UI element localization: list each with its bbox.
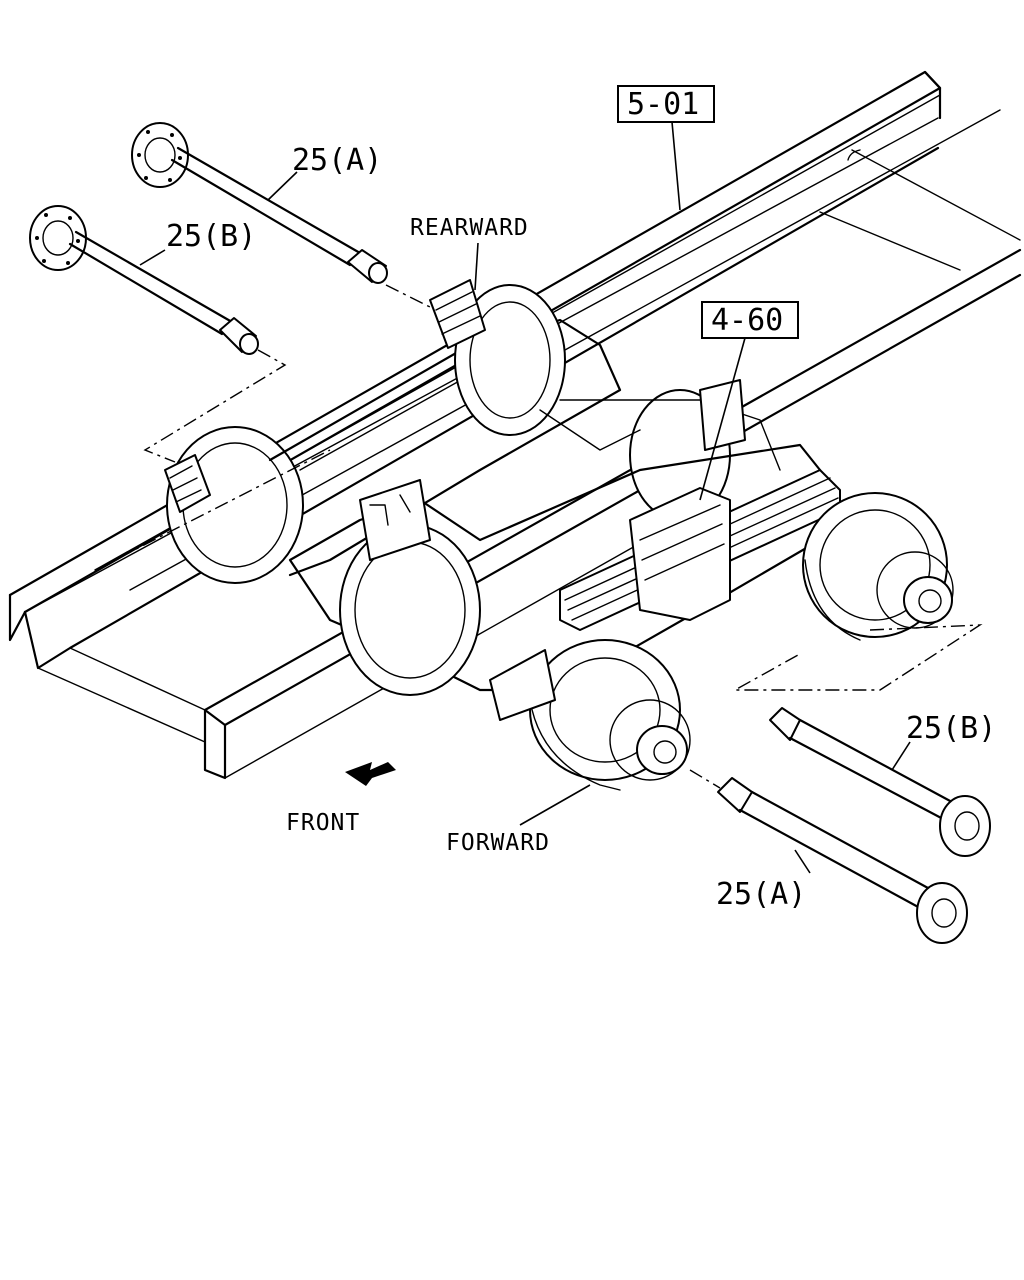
spring-ref-label: 4-60 (711, 303, 783, 338)
leader-lines (139, 121, 911, 874)
axle-shaft-25b-front (769, 707, 991, 857)
spring-ref-box (701, 301, 799, 339)
axle-shaft-25a-front (717, 777, 968, 944)
axle-shaft-25b-rear (29, 205, 259, 355)
frame-ref-box (617, 85, 715, 123)
rearward-label: REARWARD (410, 215, 529, 241)
assembly-lines (94, 284, 983, 789)
front-arrow-icon (345, 762, 396, 786)
shaft-25a-rear-label: 25(A) (292, 143, 382, 178)
front-label: FRONT (286, 810, 360, 836)
shaft-25b-front-label: 25(B) (906, 711, 996, 746)
frame-ref-label: 5-01 (627, 87, 699, 122)
forward-axle-housing (288, 379, 954, 791)
shaft-25b-rear-label: 25(B) (166, 219, 256, 254)
axle-shaft-25a-rear (131, 122, 388, 284)
shaft-25a-front-label: 25(A) (716, 877, 806, 912)
forward-label: FORWARD (446, 830, 550, 856)
